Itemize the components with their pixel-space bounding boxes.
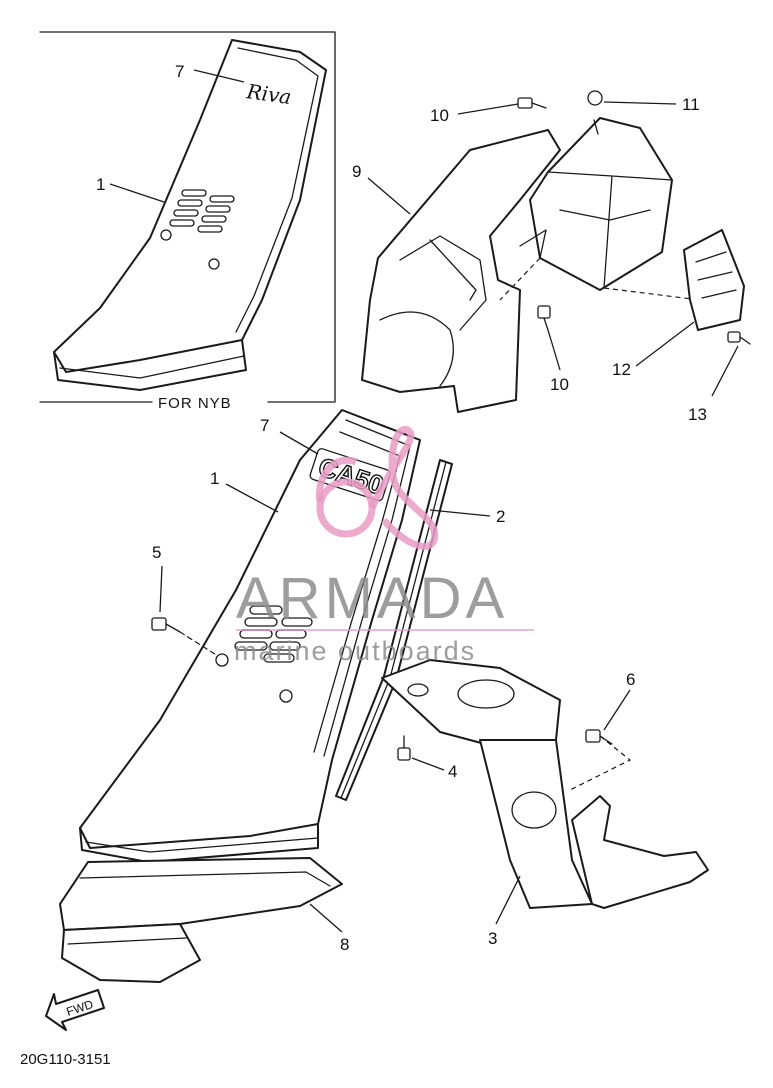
inset-caption: FOR NYB [158, 395, 232, 412]
watermark-tagline: marine outboards [234, 636, 476, 666]
callout-10-top: 10 [430, 106, 449, 125]
watermark-brand: ARMADA [236, 566, 508, 631]
callout-9: 9 [352, 162, 361, 181]
leg-shield-bracket [381, 659, 709, 909]
callout-2: 2 [496, 507, 505, 526]
drawing-code: 20G110-3151 [20, 1051, 111, 1068]
callout-11: 11 [682, 95, 700, 114]
callout-12: 12 [612, 360, 631, 379]
screw-5 [151, 617, 219, 657]
screw-4 [397, 735, 411, 761]
callout-main-7: 7 [260, 416, 269, 435]
callout-10-bottom: 10 [550, 375, 569, 394]
callout-6: 6 [626, 670, 635, 689]
watermark: ARMADA marine outboards [234, 426, 534, 666]
armada-logo-icon [316, 426, 439, 550]
callout-5: 5 [152, 543, 161, 562]
lower-cover [59, 857, 343, 983]
callout-4: 4 [448, 762, 457, 781]
bolt-6 [585, 729, 613, 745]
callout-3: 3 [488, 929, 497, 948]
callout-inset-7: 7 [175, 62, 184, 81]
callout-13: 13 [688, 405, 707, 424]
inset-panel: FOR NYB Riva 7 1 [39, 31, 336, 412]
callout-8: 8 [340, 935, 349, 954]
inner-fender-assembly [361, 90, 751, 413]
inset-front-cover: Riva [53, 39, 327, 391]
callout-inset-1: 1 [96, 175, 105, 194]
callout-main-1: 1 [210, 469, 219, 488]
forward-arrow-icon: FWD [45, 989, 105, 1031]
